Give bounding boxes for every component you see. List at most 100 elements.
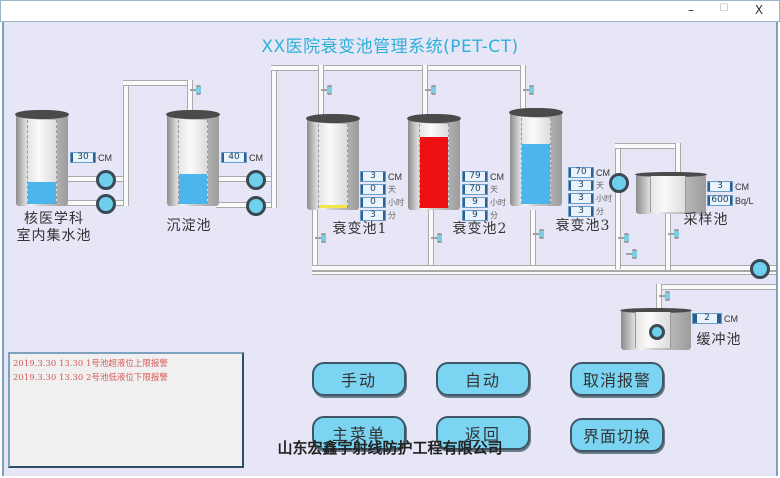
valve-icon[interactable] <box>425 84 437 96</box>
decay1-level: 3 CM <box>360 171 402 182</box>
days-value: 3 <box>571 181 591 190</box>
pipe <box>66 200 100 206</box>
pipe <box>615 144 621 269</box>
unit-label: CM <box>388 171 402 182</box>
label-line: 核医学科 <box>24 211 84 227</box>
alarm-log[interactable]: 2019.3.30 13.30 1号池超液位上限报警 2019.3.30 13.… <box>8 352 244 468</box>
hours-value: 3 <box>571 194 591 203</box>
pipe <box>312 271 776 275</box>
unit-label: 天 <box>490 185 498 194</box>
unit-label: 分 <box>388 211 396 220</box>
pipe <box>764 265 776 271</box>
unit-label: 小时 <box>596 194 612 203</box>
valve-icon[interactable] <box>533 228 545 240</box>
minutes-display: 3 <box>360 210 386 221</box>
unit-label: 天 <box>596 181 604 190</box>
pipe <box>312 265 752 271</box>
valve-icon[interactable] <box>431 232 443 244</box>
tank-label-decay-2: 衰变池2 <box>452 221 508 237</box>
tank-buffer[interactable] <box>620 308 692 350</box>
decay2-hours: 9 小时 <box>462 197 506 208</box>
tank-lid <box>407 114 461 123</box>
valve-icon[interactable] <box>659 290 671 302</box>
pipe <box>112 200 126 206</box>
days-display: 3 <box>568 180 594 191</box>
tank-lid <box>306 114 360 123</box>
unit-label: 分 <box>490 211 498 220</box>
pipe <box>216 202 250 208</box>
level-fill <box>179 173 207 204</box>
valve-icon[interactable] <box>523 84 535 96</box>
tank-sediment[interactable] <box>166 110 220 206</box>
decay2-level: 79 CM <box>462 171 504 182</box>
tank-interior <box>419 124 449 208</box>
tank-decay-2[interactable] <box>407 114 461 210</box>
maximize-button[interactable]: ☐ <box>719 3 729 14</box>
unit-label: CM <box>249 152 263 163</box>
pipe <box>112 176 126 182</box>
hours-display: 0 <box>360 197 386 208</box>
auto-button[interactable]: 自动 <box>436 362 530 396</box>
valve-icon[interactable] <box>321 84 333 96</box>
valve-icon[interactable] <box>626 248 638 260</box>
days-value: 0 <box>363 185 383 194</box>
level-value: 79 <box>465 172 485 181</box>
decay3-minutes: 3 分 <box>568 206 604 217</box>
valve-icon[interactable] <box>315 232 327 244</box>
valve-icon[interactable] <box>668 228 680 240</box>
level-display: 79 <box>462 171 488 182</box>
pump-icon[interactable] <box>246 196 266 216</box>
label-line: 室内集水池 <box>16 228 92 244</box>
minutes-display: 3 <box>568 206 594 217</box>
tank-sampling[interactable] <box>635 172 707 214</box>
hours-display: 9 <box>462 197 488 208</box>
tank-interior <box>650 176 686 212</box>
hours-value: 0 <box>363 198 383 207</box>
activity-value: 600 <box>710 195 730 205</box>
unit-label: 天 <box>388 185 396 194</box>
sampling-activity: 600 Bq/L <box>707 195 754 206</box>
pipe <box>675 143 681 173</box>
pipe <box>520 65 526 111</box>
pump-icon[interactable] <box>649 324 665 340</box>
tank-lid <box>509 108 563 117</box>
pipe <box>428 210 434 270</box>
hours-display: 3 <box>568 193 594 204</box>
pump-icon[interactable] <box>750 259 770 279</box>
cancel-alarm-button[interactable]: 取消报警 <box>570 362 664 396</box>
days-display: 0 <box>360 184 386 195</box>
sediment-level-readout: 40 CM <box>221 152 263 163</box>
pump-icon[interactable] <box>609 173 629 193</box>
pipe <box>530 210 536 270</box>
decay1-hours: 0 小时 <box>360 197 404 208</box>
sampling-level: 3 CM <box>707 181 749 192</box>
valve-icon[interactable] <box>618 232 630 244</box>
tank-decay-1[interactable] <box>306 114 360 210</box>
level-value: 3 <box>363 172 383 181</box>
unit-label: 小时 <box>388 198 404 207</box>
valve-icon[interactable] <box>190 84 202 96</box>
pump-icon[interactable] <box>96 170 116 190</box>
tank-lid <box>620 308 692 313</box>
tank-interior <box>318 124 348 208</box>
close-button[interactable]: X <box>754 3 764 17</box>
company-footer: 山东宏鑫宇射线防护工程有限公司 <box>277 439 503 457</box>
minimize-button[interactable]: – <box>688 3 694 17</box>
level-value: 3 <box>710 182 730 191</box>
tank-collection[interactable] <box>15 110 69 206</box>
back-button[interactable]: 返回 <box>436 416 530 450</box>
manual-button[interactable]: 手动 <box>312 362 406 396</box>
window-titlebar: – ☐ X <box>0 0 780 22</box>
tank-lid <box>15 110 69 119</box>
unit-label: 分 <box>596 207 604 216</box>
main-menu-button[interactable]: 主菜单 <box>312 416 406 450</box>
tank-label-decay-3: 衰变池3 <box>555 218 611 234</box>
decay2-minutes: 9 分 <box>462 210 498 221</box>
pump-icon[interactable] <box>96 194 116 214</box>
level-value: 70 <box>571 168 591 177</box>
tank-decay-3[interactable] <box>509 108 563 206</box>
switch-view-button[interactable]: 界面切换 <box>570 418 664 452</box>
pump-icon[interactable] <box>246 170 266 190</box>
tank-lid <box>635 172 707 177</box>
level-fill <box>522 143 550 204</box>
